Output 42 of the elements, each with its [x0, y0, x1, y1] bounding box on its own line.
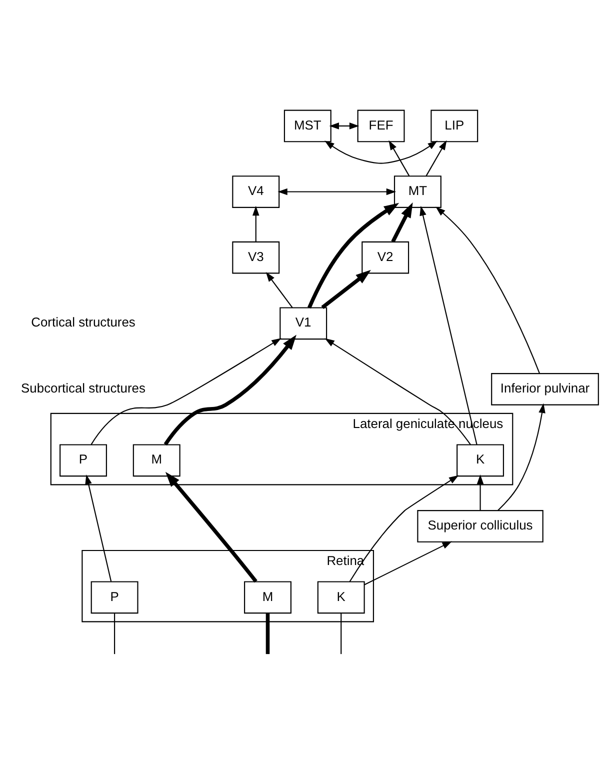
- connector: [266, 612, 270, 654]
- node-box: MST: [284, 109, 332, 142]
- node-box: Superior colliculus: [417, 510, 544, 542]
- arrow: [420, 205, 478, 444]
- arrow: [164, 334, 296, 446]
- node-box: V4: [232, 175, 280, 208]
- arrow: [476, 474, 484, 510]
- arrow: [329, 122, 360, 129]
- arrow: [307, 202, 400, 308]
- node-box: M: [132, 444, 180, 476]
- node-box: M: [244, 580, 292, 614]
- arrow: [436, 206, 540, 374]
- arrow: [349, 474, 459, 582]
- arrow: [266, 272, 293, 308]
- arrow: [388, 140, 410, 176]
- node-box: P: [60, 444, 107, 476]
- arrow: [364, 540, 452, 585]
- label: Subcortical structures: [21, 380, 146, 396]
- node-box: V3: [232, 240, 280, 274]
- arrow: [324, 338, 471, 444]
- node-box: K: [317, 580, 365, 614]
- arrow: [497, 402, 546, 510]
- arrow: [426, 140, 447, 176]
- node-box: V1: [280, 306, 328, 340]
- arrow: [391, 202, 413, 242]
- arrow: [165, 471, 258, 582]
- label: Cortical structures: [31, 314, 136, 330]
- arrow: [324, 140, 438, 164]
- arrow: [85, 474, 112, 582]
- node-box: K: [456, 444, 504, 476]
- arrow: [90, 338, 282, 444]
- node-box: P: [90, 580, 138, 614]
- node-box: LIP: [430, 109, 478, 142]
- node-box: V2: [362, 240, 410, 274]
- connector: [340, 612, 342, 654]
- node-box: FEF: [357, 109, 405, 142]
- connector: [114, 612, 116, 654]
- node-box: Inferior pulvinar: [491, 372, 599, 405]
- arrow: [278, 188, 396, 195]
- arrow: [321, 269, 371, 309]
- node-box: MT: [394, 175, 442, 208]
- arrow: [252, 205, 260, 242]
